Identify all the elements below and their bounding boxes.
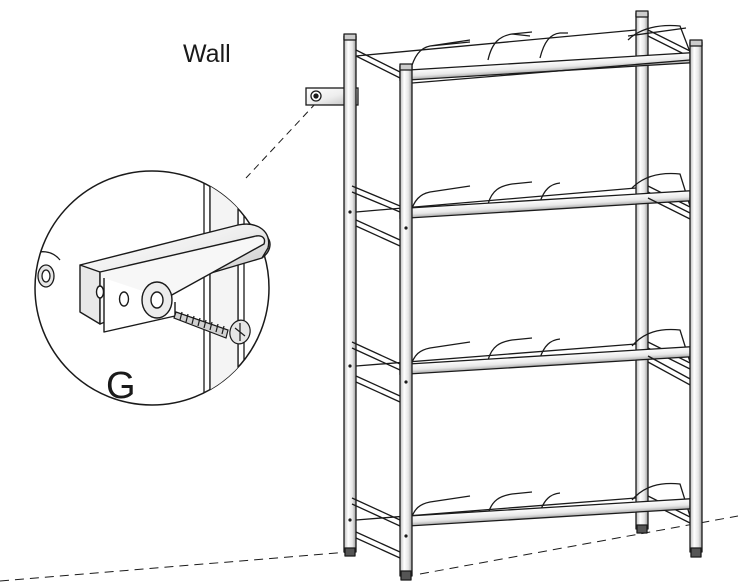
- strap-bracket-icon: [79, 223, 271, 333]
- post-back-right: [635, 12, 649, 530]
- post-front-right: [689, 41, 703, 553]
- detail-circle: G: [34, 170, 271, 407]
- shelf-tier-1: [355, 24, 693, 85]
- shelf-rack: [343, 10, 703, 581]
- wall-label: Wall: [183, 40, 231, 68]
- screw-icon: [173, 311, 251, 345]
- part-label: G: [106, 365, 136, 407]
- post-front-left: [399, 65, 413, 577]
- post-back-left: [343, 35, 357, 553]
- floor-line: [0, 515, 738, 582]
- leader-line: [245, 102, 317, 179]
